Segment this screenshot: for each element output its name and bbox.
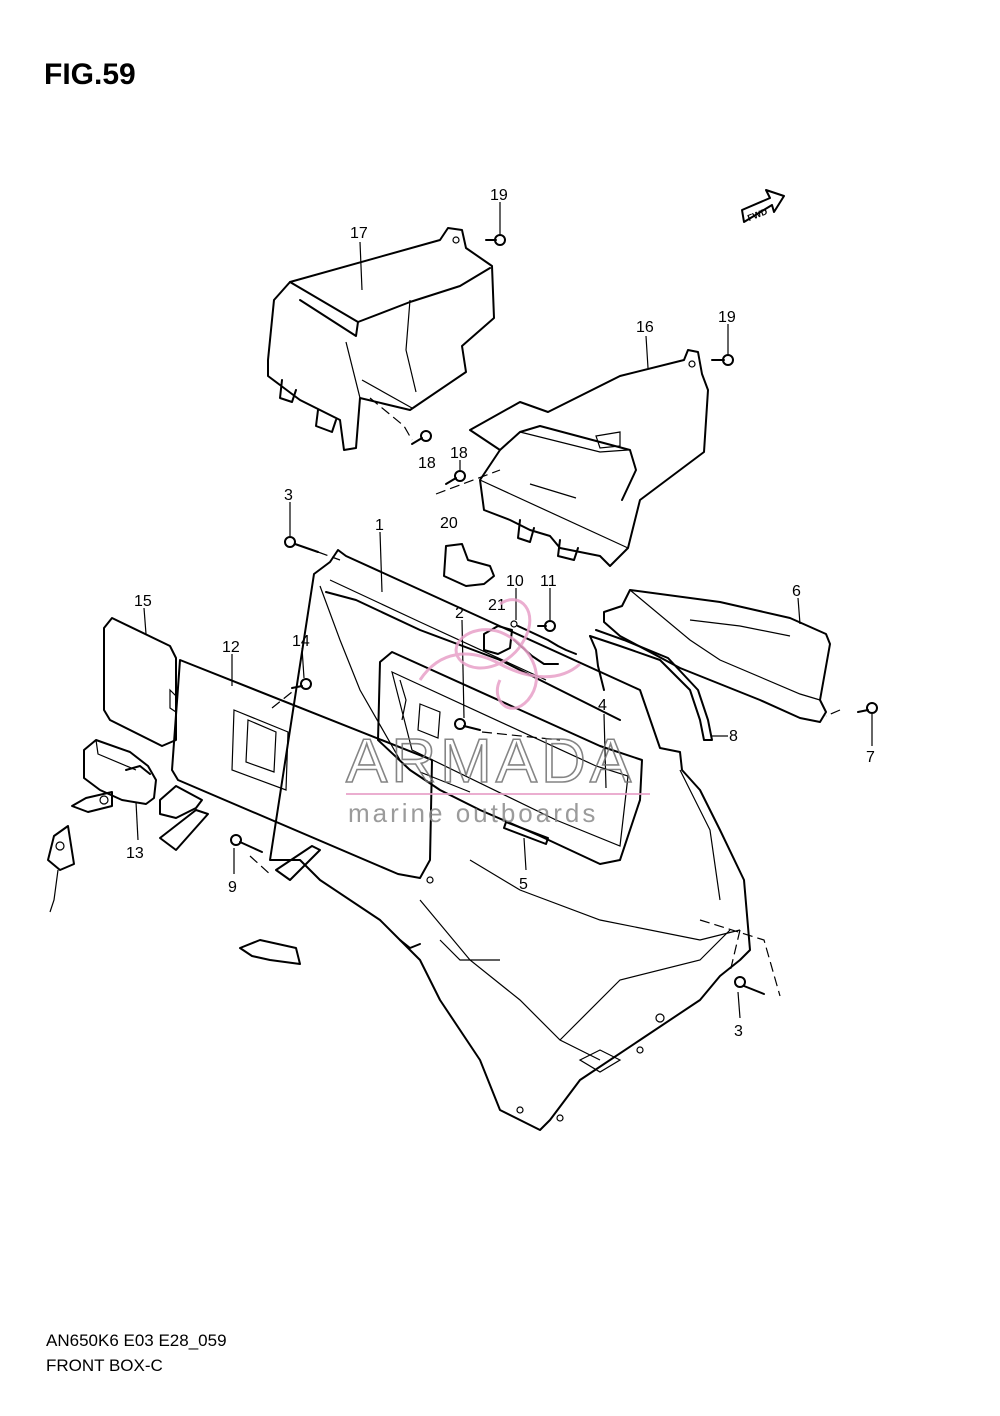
part-4-inner-tray xyxy=(377,651,643,865)
screw-icon-19a xyxy=(485,234,506,246)
screw-icon-9 xyxy=(230,834,263,853)
part-16-duct xyxy=(469,349,709,567)
callout-2: 2 xyxy=(455,605,464,622)
callout-13: 13 xyxy=(126,845,144,862)
callouts: 17 19 16 19 18 18 3 1 20 10 11 21 2 6 15… xyxy=(126,187,875,1040)
callout-11: 11 xyxy=(540,573,557,590)
watermark: ARMADA marine outboards xyxy=(345,598,650,828)
callout-5: 5 xyxy=(519,876,528,893)
part-5-strip xyxy=(419,771,549,845)
callout-7: 7 xyxy=(866,749,875,766)
part-20-bracket xyxy=(443,543,495,587)
figure-code: AN650K6 E03 E28_059 xyxy=(46,1331,227,1350)
screw-icon-18b xyxy=(445,470,466,485)
fwd-arrow-icon: FWD xyxy=(741,189,785,223)
figure-name: FRONT BOX-C xyxy=(46,1356,163,1375)
callout-12: 12 xyxy=(222,639,240,656)
watermark-logo-icon xyxy=(418,598,582,710)
screw-icon-3b xyxy=(734,976,765,995)
part-21-clip xyxy=(483,625,513,655)
part-12-lid-panel xyxy=(171,659,433,879)
screw-icon-14 xyxy=(291,678,312,690)
part-10-11-wire xyxy=(510,620,577,665)
hinge xyxy=(159,809,321,881)
callout-20: 20 xyxy=(440,515,458,532)
part-15-cover xyxy=(103,617,177,747)
callout-14: 14 xyxy=(292,633,310,650)
callout-19-right: 19 xyxy=(718,309,736,326)
figure-title: FIG.59 xyxy=(44,58,136,91)
callout-3-top: 3 xyxy=(284,487,293,504)
callout-9: 9 xyxy=(228,879,237,896)
screw-icon-2 xyxy=(454,718,481,731)
part-1-front-box xyxy=(239,549,751,1131)
watermark-name: ARMADA xyxy=(346,727,635,796)
callout-3-bottom: 3 xyxy=(734,1023,743,1040)
screw-icon-7 xyxy=(857,702,878,714)
assembly-lines xyxy=(249,397,841,997)
callout-10: 10 xyxy=(506,573,524,590)
part-13-lock xyxy=(47,739,203,913)
callout-8: 8 xyxy=(729,728,738,745)
screw-icon-18a xyxy=(411,430,432,445)
callout-18-right: 18 xyxy=(450,445,468,462)
part-6-side-cover xyxy=(603,589,831,723)
part-8-stay xyxy=(589,629,713,741)
watermark-tagline: marine outboards xyxy=(348,798,598,828)
fwd-label: FWD xyxy=(746,206,769,223)
callout-1: 1 xyxy=(375,517,384,534)
callout-18-left: 18 xyxy=(418,455,436,472)
callout-19-top: 19 xyxy=(490,187,508,204)
callout-15: 15 xyxy=(134,593,152,610)
callout-17: 17 xyxy=(350,225,368,242)
callout-16: 16 xyxy=(636,319,654,336)
callout-21: 21 xyxy=(488,597,506,614)
screw-icon-3a xyxy=(284,536,319,553)
screw-icon-19b xyxy=(711,354,734,366)
callout-4: 4 xyxy=(598,697,607,714)
part-17-duct xyxy=(267,227,495,451)
callout-6: 6 xyxy=(792,583,801,600)
screw-icon-11 xyxy=(537,620,556,632)
